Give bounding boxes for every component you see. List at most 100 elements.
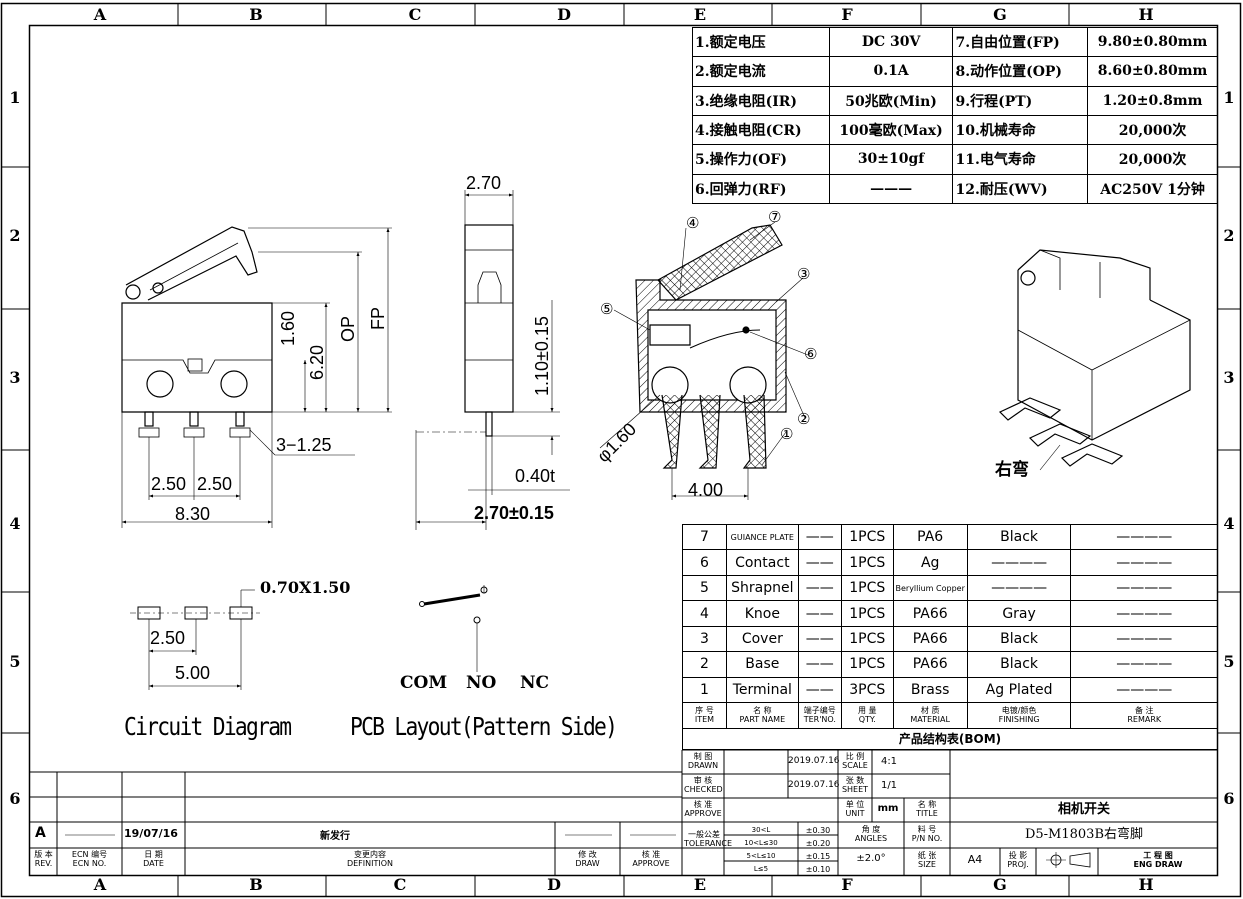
spec-value: 30±10gf (828, 144, 954, 175)
bom-material: PA66 (892, 625, 968, 653)
spec-label: 2.额定电流 (692, 56, 830, 87)
bom-qty: 1PCS (840, 625, 894, 653)
bom-qty: 1PCS (840, 600, 894, 627)
zone-row-5-right: 5 (1223, 652, 1235, 671)
label-nc: NC (520, 673, 550, 693)
callout-7: ⑦ (768, 208, 782, 226)
zone-col-a: A (93, 5, 107, 24)
side-view (415, 190, 570, 530)
tb-unit-value: mm (877, 803, 899, 814)
zone-row-6: 6 (9, 789, 21, 808)
spec-label: 12.耐压(WV) (952, 173, 1089, 205)
bom-item: 6 (682, 549, 727, 576)
tb-size-value: A4 (967, 853, 983, 866)
spec-label: 9.行程(PT) (952, 85, 1089, 116)
tb-title-value: 相机开关 (1057, 802, 1110, 817)
bom-ter-no: —— (797, 523, 842, 551)
bom-item: 4 (682, 600, 727, 627)
dim-pad-size: 0.70X1.50 (260, 578, 351, 597)
tb-scale-value: 4:1 (880, 756, 898, 767)
zone-col-h: H (1138, 5, 1154, 24)
zone-col-h-bottom: H (1138, 875, 1154, 894)
zone-col-c-bottom: C (393, 875, 407, 894)
callout-6: ⑥ (804, 345, 818, 363)
spec-label: 1.额定电压 (692, 26, 830, 58)
mount-hole-left (146, 370, 174, 398)
bom-title-row: 产品结构表(BOM) (682, 727, 1218, 750)
dim-040t: 0.40t (515, 466, 556, 486)
zone-col-e: E (693, 5, 707, 24)
dim-pin-width: 3−1.25 (276, 435, 332, 455)
bom-remark: ———— (1070, 625, 1218, 653)
zone-col-g: G (993, 5, 1007, 24)
bom-part-name: Cover (725, 625, 799, 653)
dim-830: 8.30 (175, 504, 211, 524)
bom-title: 产品结构表(BOM) (682, 727, 1218, 750)
bom-qty: 3PCS (840, 676, 894, 704)
bom-part-name: Base (725, 651, 799, 678)
dim-400: 4.00 (688, 480, 724, 500)
spec-value: AC250V 1分钟 (1087, 173, 1218, 205)
zone-row-1-right: 1 (1223, 88, 1235, 107)
front-view (121, 226, 392, 528)
bom-material: PA66 (892, 651, 968, 678)
iso-lever (1017, 249, 1151, 300)
zone-row-2-right: 2 (1223, 226, 1235, 245)
spec-label: 8.动作位置(OP) (952, 56, 1089, 87)
rev-letter: A (35, 825, 46, 841)
dim-pad-span: 5.00 (175, 663, 211, 683)
tb-angle-value: ±2.0° (856, 853, 886, 864)
rev-date: 19/07/16 (124, 827, 178, 840)
dim-width-side: 2.70 (466, 173, 502, 193)
bom-remark: ———— (1070, 600, 1218, 627)
bom-finish: Black (966, 523, 1072, 551)
pcb-layout-title: PCB Layout(Pattern Side) (350, 712, 618, 741)
bom-item: 1 (682, 676, 727, 704)
zone-col-b: B (249, 5, 263, 24)
bom-item: 7 (682, 523, 727, 551)
switch-body-front (121, 302, 273, 413)
bom-ter-no: —— (797, 625, 842, 653)
bom-material: PA66 (892, 600, 968, 627)
tb-date-checked: 2019.07.16 (788, 780, 840, 790)
spec-label: 6.回弹力(RF) (692, 173, 830, 205)
bom-part-name: Terminal (725, 676, 799, 704)
bom-part-name: Knoe (725, 600, 799, 627)
bom-ter-no: —— (797, 574, 842, 602)
tb-date-drawn: 2019.07.16 (788, 756, 840, 766)
bom-item: 3 (682, 625, 727, 653)
label-no: NO (466, 673, 497, 693)
zone-col-f: F (841, 5, 853, 24)
zone-row-4-right: 4 (1223, 514, 1235, 533)
dim-110: 1.10±0.15 (532, 316, 552, 396)
dim-250-right: 2.50 (197, 474, 233, 494)
